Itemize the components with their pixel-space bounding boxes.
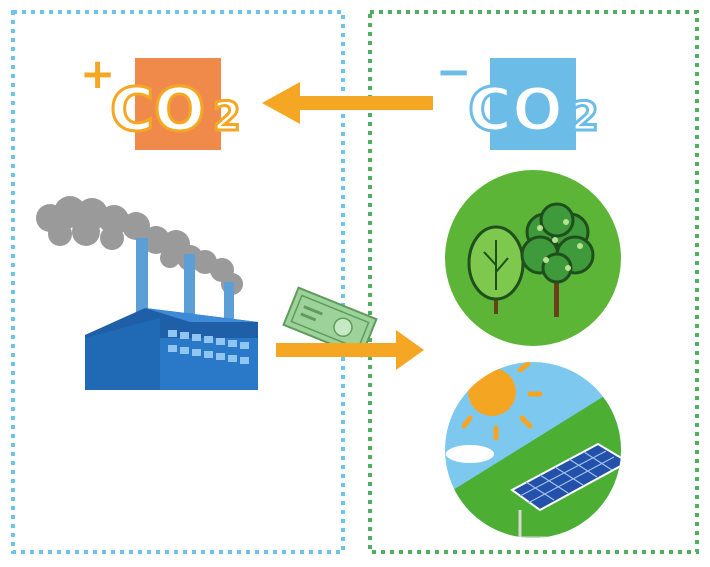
right-panel-border: [368, 10, 699, 554]
left-panel-border: [11, 10, 345, 554]
solar-panel-icon: [445, 362, 621, 538]
factory-icon: [85, 238, 258, 390]
banknote-icon: [282, 286, 378, 358]
co2-minus-subscript: 2: [571, 94, 599, 140]
co2-minus-badge: − CO 2: [436, 47, 600, 150]
smoke-icon: [36, 196, 243, 295]
co2-plus-subscript: 2: [213, 94, 241, 140]
credit-arrow-left: [262, 82, 433, 124]
co2-minus-label: CO: [468, 75, 563, 145]
co2-plus-badge: + CO 2: [80, 49, 242, 150]
co2-plus-label: CO: [110, 75, 205, 145]
sun-icon: [447, 362, 543, 441]
co2-minus-sign: −: [436, 47, 471, 96]
trees-icon: [445, 170, 621, 346]
money-arrow-right: [276, 330, 424, 370]
co2-plus-sign: +: [80, 49, 115, 98]
